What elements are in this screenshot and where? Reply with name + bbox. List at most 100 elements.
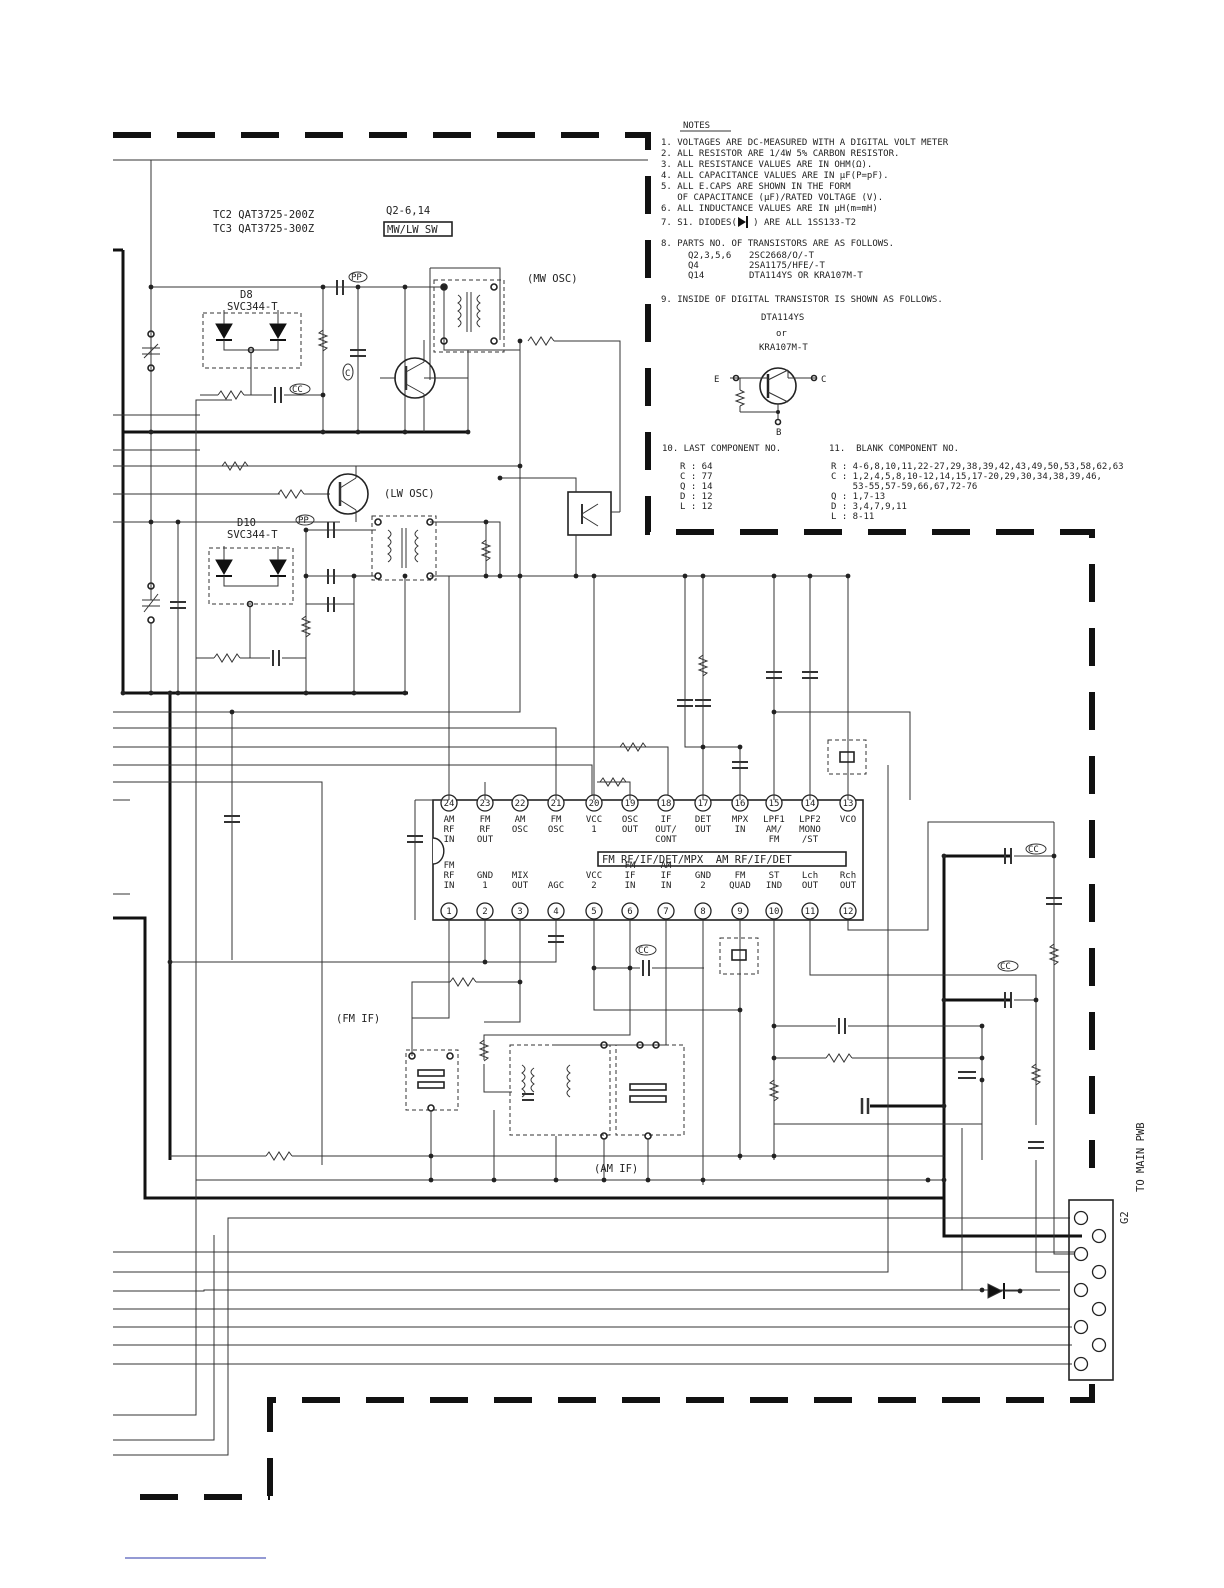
- ic-pin-label: Rch: [840, 871, 856, 881]
- ic-pin-label: VCC: [586, 815, 602, 825]
- junction-dot: [148, 429, 154, 435]
- ic-pin-number: 22: [515, 799, 526, 809]
- ic-pin-number: 8: [700, 907, 705, 917]
- notes-title: NOTES: [683, 121, 710, 131]
- junction-dot: [120, 690, 126, 696]
- ic-pin-label: FM: [551, 815, 562, 825]
- ic-pin-label: DET: [695, 815, 712, 825]
- lw-osc-coil: [371, 515, 848, 581]
- to-main-pwb-label: TO MAIN PWB: [1135, 1122, 1147, 1192]
- q-ref-label: Q2-6,14: [386, 205, 430, 217]
- transistor-part: 2SC2668/O/-T: [749, 251, 815, 261]
- ic-pin-label: FM: [735, 871, 746, 881]
- note-line: OF CAPACITANCE (μF)/RATED VOLTAGE (V).: [661, 193, 883, 203]
- ic-pin-number: 5: [591, 907, 596, 917]
- junction-dot: [483, 519, 489, 525]
- last-line: Q : 14: [680, 482, 713, 492]
- ic-title: FM RF/IF/DET/MPX AM RF/IF/DET: [602, 854, 792, 866]
- junction-dot: [601, 1177, 607, 1183]
- blank-line: Q : 1,7-13: [831, 492, 885, 502]
- junction-dot: [771, 1153, 777, 1159]
- ic-pin-label: AM: [515, 815, 526, 825]
- ic-pin-label: IN: [444, 835, 455, 845]
- junction-dot: [320, 284, 326, 290]
- pin-b-label: B: [776, 428, 781, 438]
- junction-dot: [591, 573, 597, 579]
- cc-marker: C: [342, 363, 354, 381]
- ic-pin-label: OUT: [622, 825, 639, 835]
- note-line: 5. ALL E.CAPS ARE SHOWN IN THE FORM: [661, 182, 851, 192]
- pin-e-label: E: [714, 375, 719, 385]
- ic-pin-label: OSC: [548, 825, 564, 835]
- junction-dot: [483, 573, 489, 579]
- ic-pin-number: 1: [446, 907, 451, 917]
- ic-pin-label: CONT: [655, 835, 677, 845]
- junction-dot: [925, 1177, 931, 1183]
- cc-marker: CC: [1025, 843, 1047, 855]
- last-line: L : 12: [680, 502, 713, 512]
- junction-dot: [148, 519, 154, 525]
- cc-marker: CC: [289, 383, 311, 395]
- last-line: D : 12: [680, 492, 713, 502]
- ground-rails: [113, 248, 1082, 1238]
- svg-text:CC: CC: [1000, 962, 1011, 972]
- digital-part-1: DTA114YS: [761, 313, 804, 323]
- svg-text:PP: PP: [351, 273, 362, 283]
- ic-pin-label: /ST: [802, 835, 819, 845]
- ic-pin-label: OUT: [840, 881, 857, 891]
- note-line: 3. ALL RESISTANCE VALUES ARE IN OHM(Ω).: [661, 160, 872, 170]
- junction-dot: [700, 744, 706, 750]
- ic-pin-label: LPF1: [763, 815, 785, 825]
- digital-transistor-icon: [730, 367, 818, 426]
- ic-pin-label: ST: [769, 871, 780, 881]
- ic-pin-number: 3: [517, 907, 522, 917]
- ic-pin-label: Lch: [802, 871, 818, 881]
- junction-dot: [402, 284, 408, 290]
- ic-pin-label: FM: [769, 835, 780, 845]
- ic-pin-label: MONO: [799, 825, 821, 835]
- junction-dot: [320, 429, 326, 435]
- ic-pin-label: FM: [444, 861, 455, 871]
- junction-dot: [979, 1023, 985, 1029]
- junction-dot: [517, 338, 523, 344]
- d8-part-label: SVC344-T: [227, 301, 278, 313]
- g2-pin: [1073, 1356, 1089, 1372]
- pin-c-label: C: [821, 375, 826, 385]
- am-if-label: (AM IF): [594, 1163, 638, 1175]
- blank-heading: 11. BLANK COMPONENT NO.: [829, 444, 959, 454]
- digital-part-2: KRA107M-T: [759, 343, 808, 353]
- junction-dot: [402, 429, 408, 435]
- tc3-label: TC3 QAT3725-300Z: [213, 223, 314, 235]
- junction-dot: [941, 1103, 947, 1109]
- junction-dot: [771, 1055, 777, 1061]
- ic-block: FM RF/IF/DET/MPX AM RF/IF/DET 24AMRFIN23…: [432, 794, 864, 921]
- ic-pin-number: 9: [737, 907, 742, 917]
- note-line: 7. S1. DIODES( ) ARE ALL 1SS133-T2: [661, 218, 856, 228]
- transistor-part: DTA114YS OR KRA107M-T: [749, 271, 863, 281]
- mw-osc-coil: [433, 279, 505, 353]
- note-line: 6. ALL INDUCTANCE VALUES ARE IN μH(m=mH): [661, 204, 878, 214]
- ic-pin-label: IN: [444, 881, 455, 891]
- fm-if-label: (FM IF): [336, 1013, 380, 1025]
- last-line: R : 64: [680, 462, 713, 472]
- ic-pin-number: 13: [843, 799, 854, 809]
- junction-dot: [941, 1177, 947, 1183]
- ic-pin-label: LPF2: [799, 815, 821, 825]
- g2-connector: [1068, 1199, 1114, 1381]
- ic-pin-label: OUT: [477, 835, 494, 845]
- ic-pin-number: 16: [735, 799, 746, 809]
- ic-pin-label: RF: [444, 871, 455, 881]
- ic-pin-label: MIX: [512, 871, 529, 881]
- ic-pin-label: AM: [444, 815, 455, 825]
- transistor-ref: Q4: [688, 261, 699, 271]
- junction-dot: [941, 997, 947, 1003]
- junction-dot: [700, 1177, 706, 1183]
